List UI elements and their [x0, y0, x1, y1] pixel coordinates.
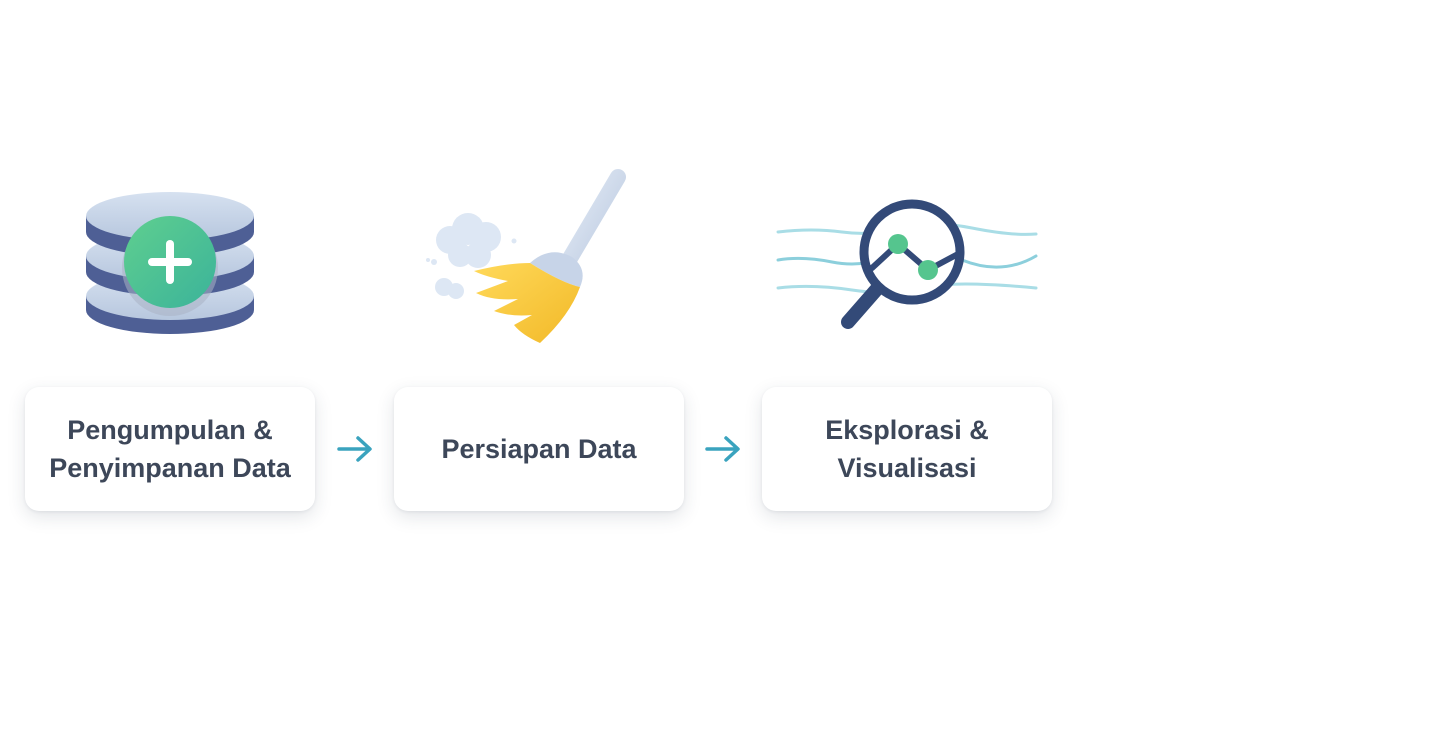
step-card-preparation: Persiapan Data [394, 387, 684, 511]
database-plus-icon [80, 178, 260, 343]
magnifier-chart-icon [772, 198, 1042, 338]
step-label: Pengumpulan & Penyimpanan Data [49, 415, 291, 483]
broom-icon [420, 165, 640, 350]
step-card-collection: Pengumpulan & Penyimpanan Data [25, 387, 315, 511]
step-label: Persiapan Data [441, 434, 637, 464]
step-card-exploration: Eksplorasi & Visualisasi [762, 387, 1052, 511]
arrow-right-icon [704, 434, 742, 464]
arrow-right-icon [336, 434, 374, 464]
step-label: Eksplorasi & Visualisasi [825, 415, 989, 483]
